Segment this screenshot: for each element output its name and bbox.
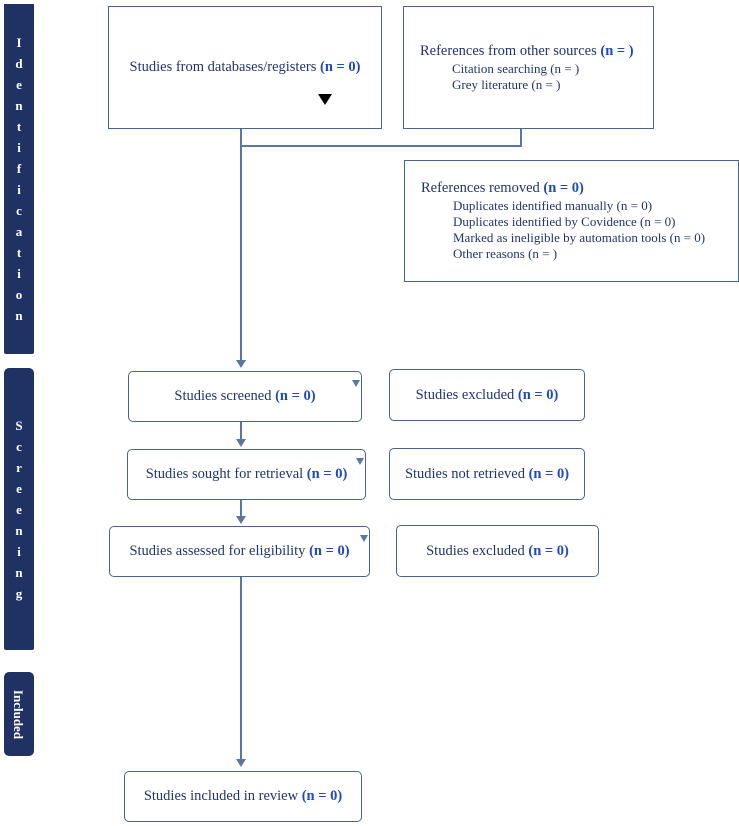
stage-bar-included: Included [4,672,34,756]
stage-letter: S [15,417,23,433]
box-title-text: Studies not retrieved [404,465,529,482]
box-title-text: Studies screened [174,388,276,404]
box-subline: Other reasons (n = ) [453,246,558,261]
box-subline: Citation searching (n = ) [452,60,580,76]
box-studies-included-in-review: Studies included in review (n = 0) [124,771,362,822]
connector-sought-to-assessed [240,500,242,519]
connector-other-sources-down [520,129,522,147]
box-count: (n = 0) [528,465,570,482]
box-studies-assessed-for-eligibility: Studies assessed for eligibility (n = 0) [109,526,370,577]
box-title: Studies included in review (n = 0) [125,788,361,805]
stage-letter: t [16,119,22,134]
connector-merge-horizontal [240,145,522,147]
arrowhead-assessed-to-excluded [360,535,368,542]
stage-letter: c [16,438,22,454]
stage-letter: d [15,56,23,71]
connector-assessed-to-included [240,577,242,764]
stage-letter: f [16,161,22,176]
box-title: Studies screened (n = 0) [129,388,361,405]
stage-letter: i [17,543,21,559]
box-count: (n = ) [600,42,634,59]
stage-letter: o [15,287,23,302]
arrowhead-into-studies-assessed [236,516,246,524]
arrowhead-into-studies-included [236,759,246,767]
stage-letter: e [16,77,22,92]
box-count: (n = 0) [319,59,361,75]
stage-letter: n [15,308,23,323]
box-count: (n = 0) [528,542,569,559]
stage-letter: g [15,585,23,601]
box-title: Studies assessed for eligibility (n = 0) [110,543,369,560]
connector-main-trunk-down [240,145,242,365]
box-title: Studies sought for retrieval (n = 0) [128,466,365,483]
stage-letter: e [16,480,22,496]
box-title-text: Studies excluded [426,542,529,559]
stage-letter: e [16,501,22,517]
stage-letter: i [17,140,21,155]
stage-letter: t [16,245,22,260]
box-title: Studies excluded (n = 0) [397,543,598,560]
box-title: Studies excluded (n = 0) [390,387,584,404]
box-studies-screened: Studies screened (n = 0) [128,371,362,422]
stage-bar-screening: S c r e e n i n g [4,368,34,650]
box-count: (n = 0) [306,466,348,482]
box-title-text: Studies from databases/registers [129,59,320,75]
stage-letter: I [16,35,22,50]
stage-letter: n [15,522,23,538]
stage-letter: c [16,203,22,218]
box-sublist: Duplicates identified manually (n = 0) D… [405,198,738,262]
cursor-triangle-marker [318,94,332,105]
box-title-text: Studies assessed for eligibility [129,543,310,559]
box-title: Studies not retrieved (n = 0) [390,466,584,483]
arrowhead-into-studies-sought [236,439,246,447]
box-title-text: Studies sought for retrieval [145,466,307,482]
stage-letter: r [16,459,22,475]
stage-bar-identification: I d e n t i f i c a t i o n [4,4,34,354]
stage-letter: i [17,182,21,197]
box-count: (n = 0) [517,386,559,403]
arrowhead-sought-to-not-retrieved [356,458,364,465]
box-subline: Duplicates identified manually (n = 0) [453,198,653,213]
box-sublist: Citation searching (n = ) Grey literatur… [404,61,653,93]
box-references-removed: References removed (n = 0) Duplicates id… [404,160,739,282]
arrowhead-screened-to-excluded [352,380,360,387]
stage-letter: a [15,224,23,239]
box-studies-not-retrieved: Studies not retrieved (n = 0) [389,448,585,500]
box-subline: Marked as ineligible by automation tools… [453,230,706,245]
box-studies-sought-for-retrieval: Studies sought for retrieval (n = 0) [127,449,366,500]
box-subline: Grey literature (n = ) [452,76,561,92]
box-studies-from-databases: Studies from databases/registers (n = 0) [108,6,382,129]
box-title: References removed (n = 0) [405,180,738,197]
box-title: References from other sources (n = ) [404,43,653,60]
box-count: (n = 0) [275,388,316,404]
connector-screened-to-sought [240,422,242,442]
box-studies-excluded-2: Studies excluded (n = 0) [396,525,599,577]
box-title-text: References from other sources [420,42,601,59]
stage-letter: i [17,266,21,281]
stage-letter: n [15,564,23,580]
box-subline: Duplicates identified by Covidence (n = … [453,214,676,229]
box-title: Studies from databases/registers (n = 0) [109,59,381,76]
arrowhead-into-studies-screened [236,360,246,368]
box-references-from-other-sources: References from other sources (n = ) Cit… [403,6,654,129]
stage-bar-included-label: Included [11,689,27,739]
box-count: (n = 0) [301,788,343,804]
box-count: (n = 0) [309,543,350,559]
box-title-text: References removed [421,180,544,196]
box-title-text: Studies included in review [143,788,302,804]
stage-letter: n [15,98,23,113]
box-title-text: Studies excluded [415,386,518,403]
connector-databases-down [240,129,242,147]
box-studies-excluded-1: Studies excluded (n = 0) [389,369,585,421]
box-count: (n = 0) [543,180,584,196]
